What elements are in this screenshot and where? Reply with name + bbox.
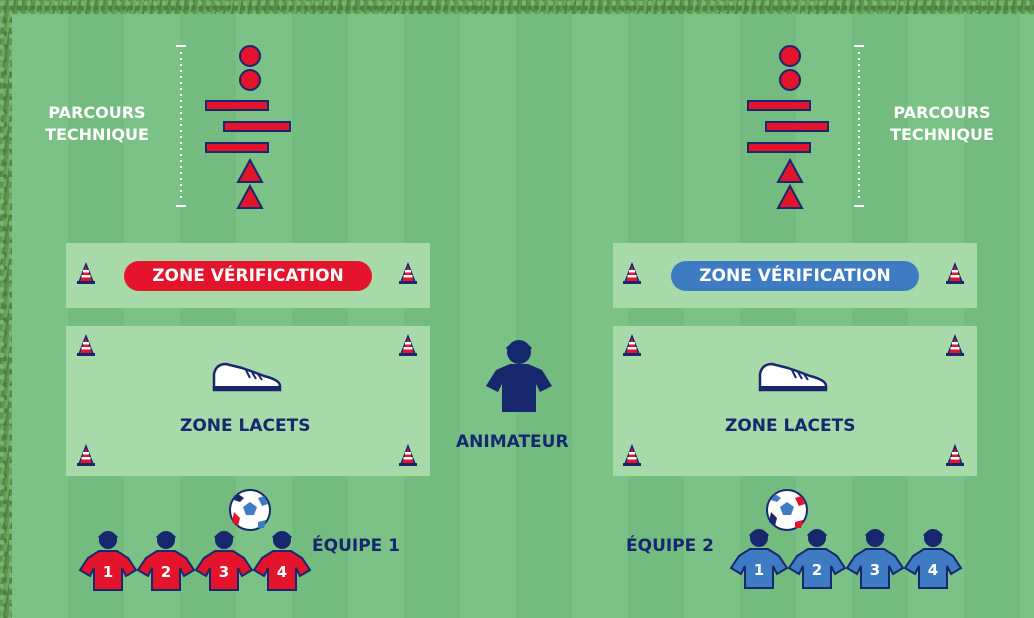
triangle-cone-icon [236, 183, 264, 209]
team-1-players: 1 2 3 4 [78, 528, 312, 592]
hurdle-icon [747, 100, 811, 111]
cone-icon [945, 335, 965, 357]
zone-lacets-right-label: ZONE LACETS [725, 416, 856, 436]
ring-marker-icon [239, 45, 261, 67]
player-icon: 2 [787, 526, 847, 590]
player-icon: 1 [78, 528, 138, 592]
triangle-cone-icon [776, 157, 804, 183]
parcours-obstacles-left [205, 45, 291, 209]
player-number: 3 [218, 563, 230, 581]
distance-marker-left [176, 45, 186, 207]
zone-verification-right-label: ZONE VÉRIFICATION [671, 261, 919, 291]
animateur-icon [486, 340, 552, 412]
team-2-players: 1 2 3 4 [729, 526, 963, 590]
zone-lacets-left-label: ZONE LACETS [180, 416, 311, 436]
shoe-icon [212, 362, 282, 392]
equipe-2-label: ÉQUIPE 2 [626, 536, 715, 556]
player-icon: 1 [729, 526, 789, 590]
parcours-technique-right-label: PARCOURS TECHNIQUE [890, 103, 994, 144]
player-number: 2 [811, 561, 823, 579]
player-icon: 2 [136, 528, 196, 592]
hurdle-icon [205, 142, 269, 153]
player-number: 4 [276, 563, 288, 581]
ball-icon [229, 489, 271, 531]
hurdle-icon [223, 121, 291, 132]
cone-icon [398, 263, 418, 285]
player-number: 4 [927, 561, 939, 579]
zone-lacets-left [66, 326, 430, 476]
distance-marker-right [854, 45, 864, 207]
cone-icon [76, 445, 96, 467]
cone-icon [622, 335, 642, 357]
hurdle-icon [747, 142, 811, 153]
cone-icon [398, 445, 418, 467]
player-icon: 4 [903, 526, 963, 590]
ring-marker-icon [779, 45, 801, 67]
player-number: 1 [102, 563, 114, 581]
zone-lacets-right [613, 326, 977, 476]
ring-marker-icon [239, 69, 261, 91]
triangle-cone-icon [776, 183, 804, 209]
ball-icon [766, 489, 808, 531]
player-icon: 3 [194, 528, 254, 592]
triangle-cone-icon [236, 157, 264, 183]
cone-icon [622, 263, 642, 285]
shoe-icon [758, 362, 828, 392]
cone-icon [945, 445, 965, 467]
cone-icon [945, 263, 965, 285]
cone-icon [76, 263, 96, 285]
hurdle-icon [765, 121, 829, 132]
player-icon: 4 [252, 528, 312, 592]
parcours-obstacles-right [747, 45, 829, 209]
cone-icon [76, 335, 96, 357]
player-number: 1 [753, 561, 765, 579]
player-number: 2 [160, 563, 172, 581]
parcours-technique-left-label: PARCOURS TECHNIQUE [45, 103, 149, 144]
cone-icon [398, 335, 418, 357]
pitch [12, 14, 1034, 618]
equipe-1-label: ÉQUIPE 1 [312, 536, 401, 556]
cone-icon [622, 445, 642, 467]
zone-verification-left-label: ZONE VÉRIFICATION [124, 261, 372, 291]
player-icon: 3 [845, 526, 905, 590]
ring-marker-icon [779, 69, 801, 91]
animateur-label: ANIMATEUR [456, 432, 569, 452]
player-number: 3 [869, 561, 881, 579]
hurdle-icon [205, 100, 269, 111]
